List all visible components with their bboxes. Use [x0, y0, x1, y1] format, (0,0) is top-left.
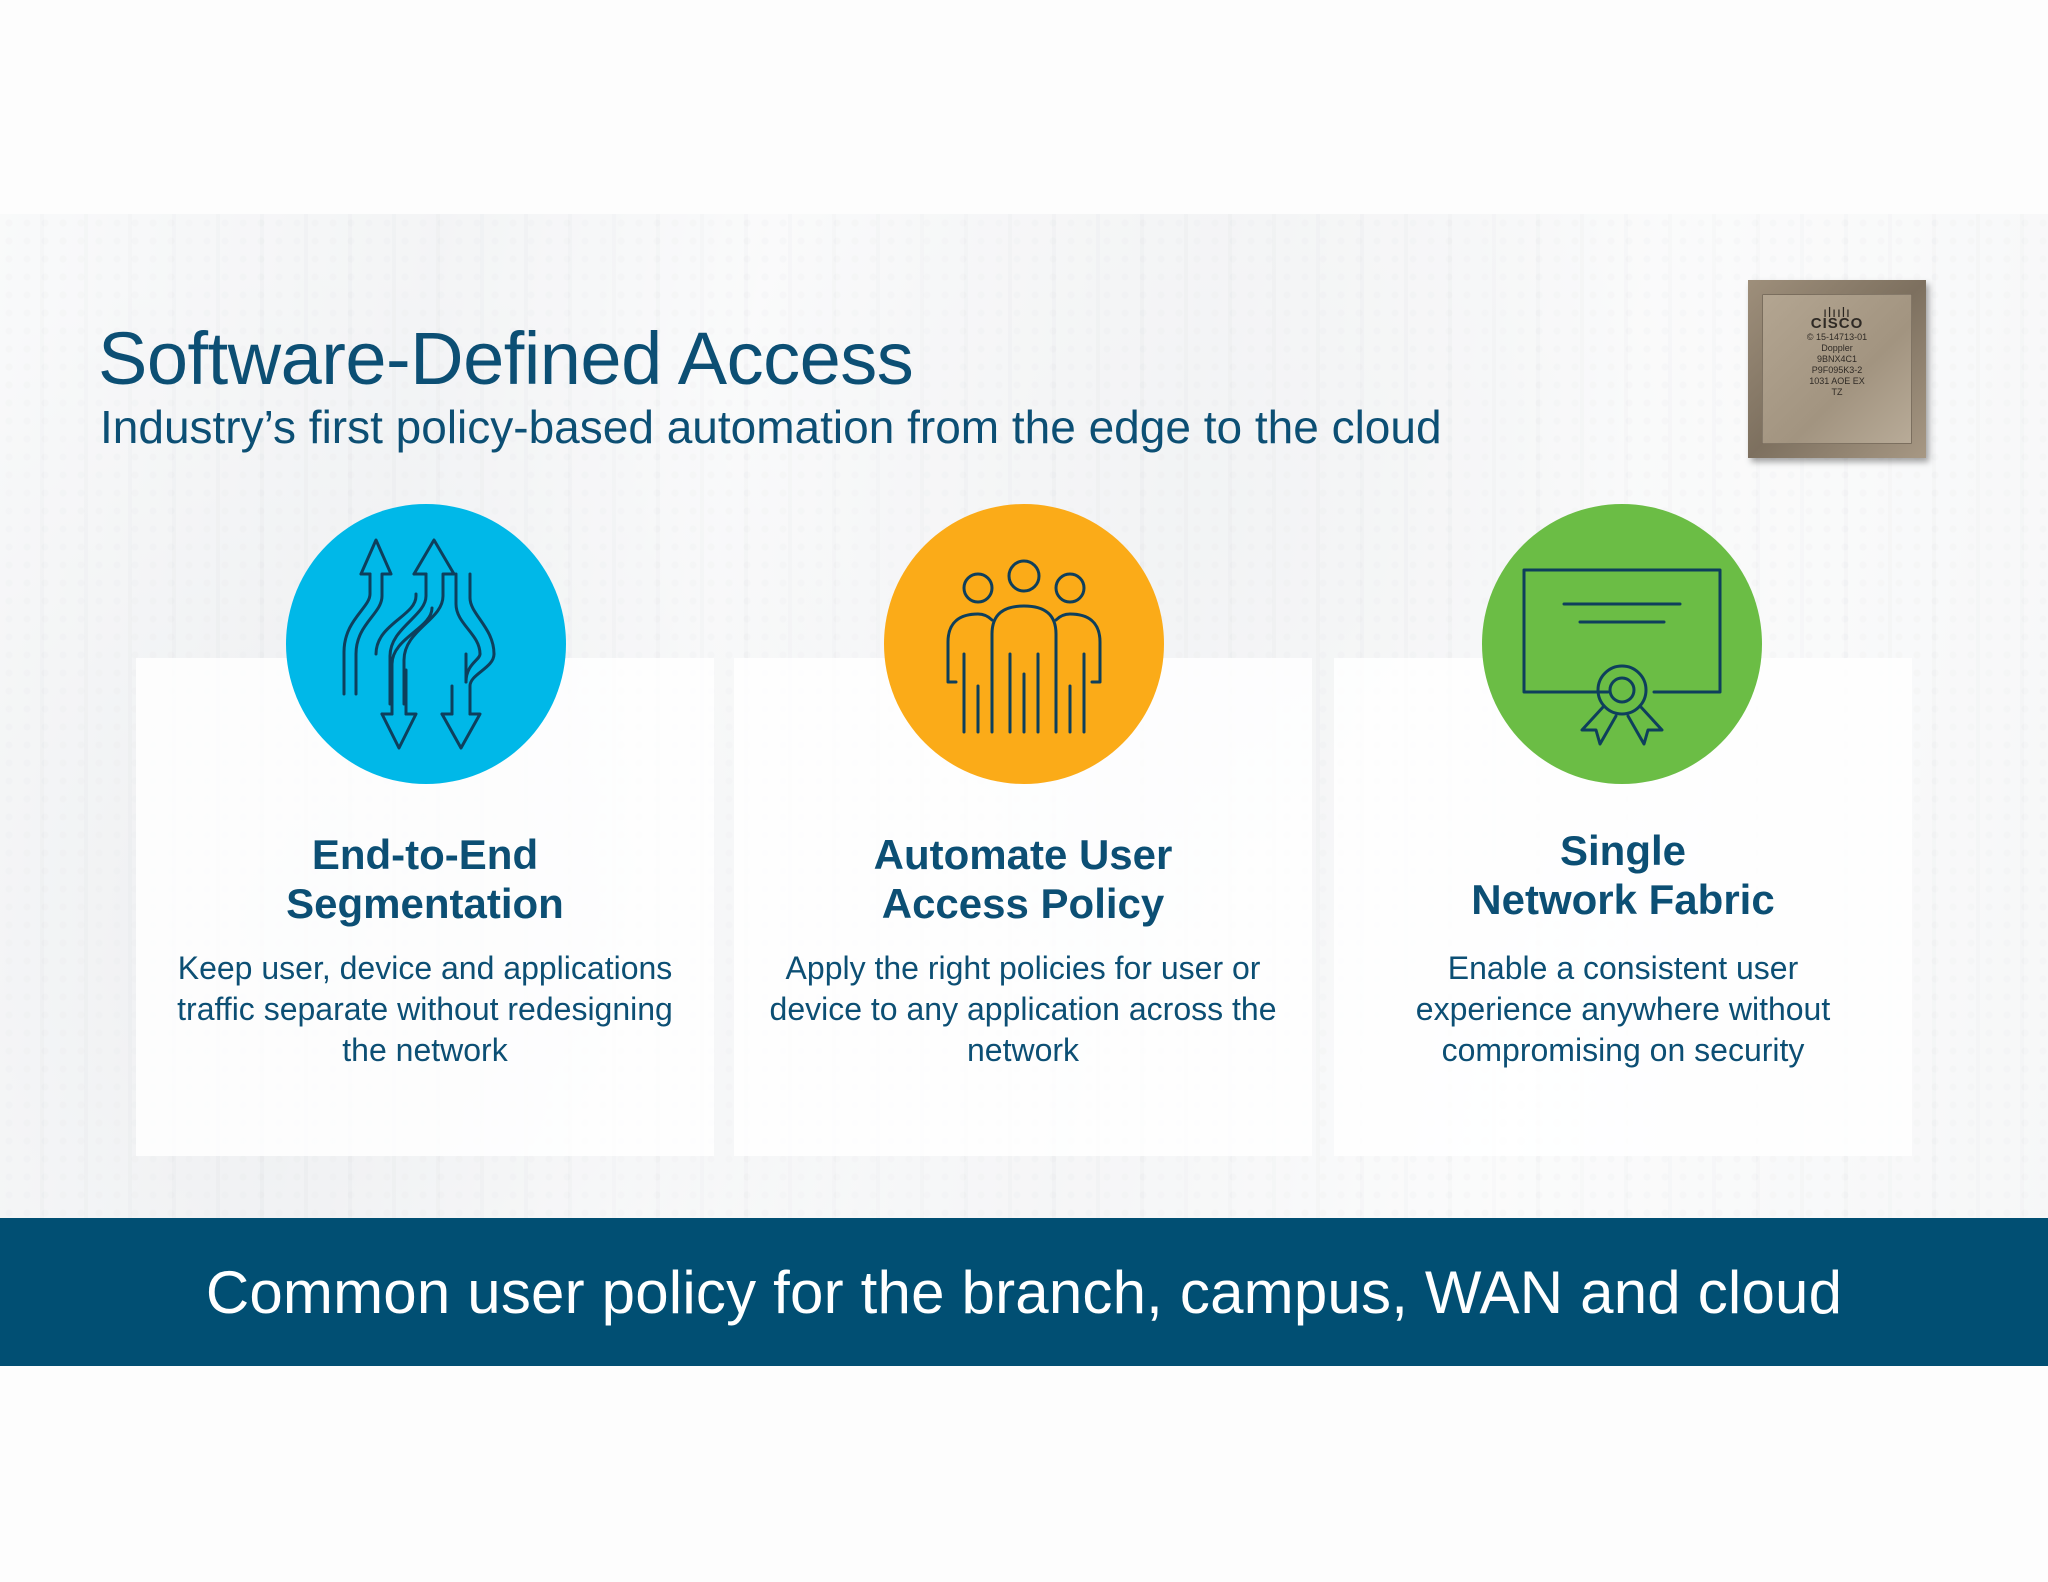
card-title-line: Access Policy [881, 880, 1165, 927]
chip-text-line: TZ [1831, 387, 1843, 397]
segmentation-arrows-icon [286, 504, 566, 784]
chip-text-line: P9F095K3-2 [1811, 365, 1863, 375]
card-text-line: network [966, 1032, 1080, 1068]
card-title: Automate User Access Policy [734, 830, 1312, 928]
card-description: Keep user, device and applications traff… [136, 948, 714, 1071]
banner-text: Common user policy for the branch, campu… [205, 1258, 1843, 1326]
chip-text-line: 1031 AOE EX [1809, 376, 1865, 386]
card-text-line: experience anywhere without [1415, 991, 1831, 1027]
card-text-line: device to any application across the [769, 991, 1277, 1027]
card-title-line: Segmentation [286, 880, 564, 927]
card-title: End-to-End Segmentation [136, 830, 714, 928]
footer-banner: Common user policy for the branch, campu… [0, 1218, 2048, 1366]
user-group-icon [884, 504, 1164, 784]
card-text-line: Keep user, device and applications [177, 950, 673, 986]
chip-text-line: © 15-14713-01 [1806, 332, 1868, 342]
certificate-icon [1482, 504, 1762, 784]
slide-title: Software-Defined Access [98, 317, 914, 400]
card-description: Apply the right policies for user or dev… [734, 948, 1312, 1071]
card-text-line: Apply the right policies for user or [785, 950, 1261, 986]
card-text-line: Enable a consistent user [1447, 950, 1799, 986]
card-title-line: End-to-End [311, 831, 539, 878]
card-title: Single Network Fabric [1334, 826, 1912, 924]
feature-card-access-policy: Automate User Access Policy Apply the ri… [734, 658, 1312, 1156]
card-description: Enable a consistent user experience anyw… [1334, 948, 1912, 1071]
card-title-line: Automate User [873, 831, 1173, 878]
chip-text-line: 9BNX4C1 [1816, 354, 1858, 364]
slide-subtitle: Industry’s first policy-based automation… [100, 401, 1442, 453]
card-text-line: compromising on security [1441, 1032, 1805, 1068]
cisco-logo-bars-icon: ılıılı [1823, 304, 1851, 320]
card-text-line: traffic separate without redesigning [177, 991, 673, 1027]
chip-text-line: Doppler [1821, 343, 1853, 353]
card-title-line: Network Fabric [1471, 876, 1775, 923]
card-text-line: the network [342, 1032, 508, 1068]
card-title-line: Single [1559, 827, 1687, 874]
chip-logo-text: CISCO [1810, 315, 1864, 332]
cisco-chip-image: ılıılı CISCO © 15-14713-01 Doppler 9BNX4… [1748, 280, 1926, 458]
